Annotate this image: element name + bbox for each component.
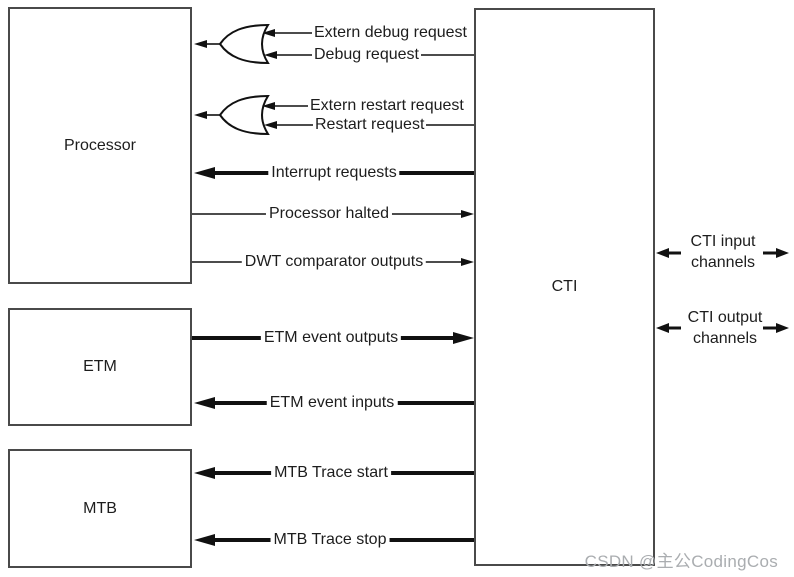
- extern-debug-request-arrowhead-icon: [262, 29, 275, 37]
- label-mtb-trace-stop: MTB Trace stop: [270, 531, 390, 549]
- label-cti-input-channels: CTI input channels: [691, 231, 756, 273]
- cti-output-right-arrowhead-icon: [776, 323, 789, 333]
- label-cti-input-channels-line2: channels: [690, 254, 756, 271]
- block-cti-label: CTI: [551, 278, 578, 295]
- label-cti-output-channels: CTI output channels: [688, 307, 763, 349]
- block-etm: ETM: [8, 308, 192, 426]
- restart-gate-output-arrowhead-icon: [194, 111, 207, 119]
- label-cti-input-channels-line1: CTI input: [690, 233, 756, 250]
- label-etm-event-inputs: ETM event inputs: [266, 394, 398, 412]
- label-debug-request: Debug request: [312, 46, 421, 64]
- csdn-watermark: CSDN @主公CodingCos: [584, 552, 778, 571]
- processor-halted-arrowhead-icon: [461, 210, 474, 218]
- label-interrupt-requests: Interrupt requests: [268, 164, 400, 182]
- label-mtb-trace-start: MTB Trace start: [271, 464, 391, 482]
- label-etm-event-outputs: ETM event outputs: [260, 329, 402, 347]
- dwt-comparator-outputs-arrowhead-icon: [461, 258, 474, 266]
- block-cti: CTI: [474, 8, 655, 566]
- mtb-trace-start-arrowhead-icon: [194, 467, 215, 479]
- label-extern-restart-request: Extern restart request: [308, 97, 466, 115]
- block-processor-label: Processor: [63, 136, 137, 154]
- interrupt-requests-arrowhead-icon: [194, 167, 215, 179]
- block-processor: Processor: [8, 7, 192, 284]
- block-mtb-label: MTB: [83, 499, 117, 517]
- cti-input-left-arrowhead-icon: [656, 248, 669, 258]
- label-extern-debug-request: Extern debug request: [312, 24, 469, 42]
- label-cti-output-channels-line1: CTI output: [687, 309, 763, 326]
- label-processor-halted: Processor halted: [265, 205, 393, 223]
- label-cti-output-channels-line2: channels: [692, 330, 758, 347]
- extern-restart-request-arrowhead-icon: [262, 102, 275, 110]
- debug-or-gate-icon: [218, 23, 270, 65]
- block-mtb: MTB: [8, 449, 192, 568]
- mtb-trace-stop-arrowhead-icon: [194, 534, 215, 546]
- etm-event-outputs-arrowhead-icon: [453, 332, 474, 344]
- debug-gate-output-arrowhead-icon: [194, 40, 207, 48]
- cti-output-left-arrowhead-icon: [656, 323, 669, 333]
- restart-or-gate-icon: [218, 94, 270, 136]
- label-dwt-comparator-outputs: DWT comparator outputs: [241, 253, 427, 271]
- cti-input-right-arrowhead-icon: [776, 248, 789, 258]
- block-etm-label: ETM: [83, 358, 117, 375]
- etm-event-inputs-arrowhead-icon: [194, 397, 215, 409]
- debug-request-arrowhead-icon: [264, 51, 277, 59]
- label-restart-request: Restart request: [313, 116, 427, 134]
- restart-request-arrowhead-icon: [264, 121, 277, 129]
